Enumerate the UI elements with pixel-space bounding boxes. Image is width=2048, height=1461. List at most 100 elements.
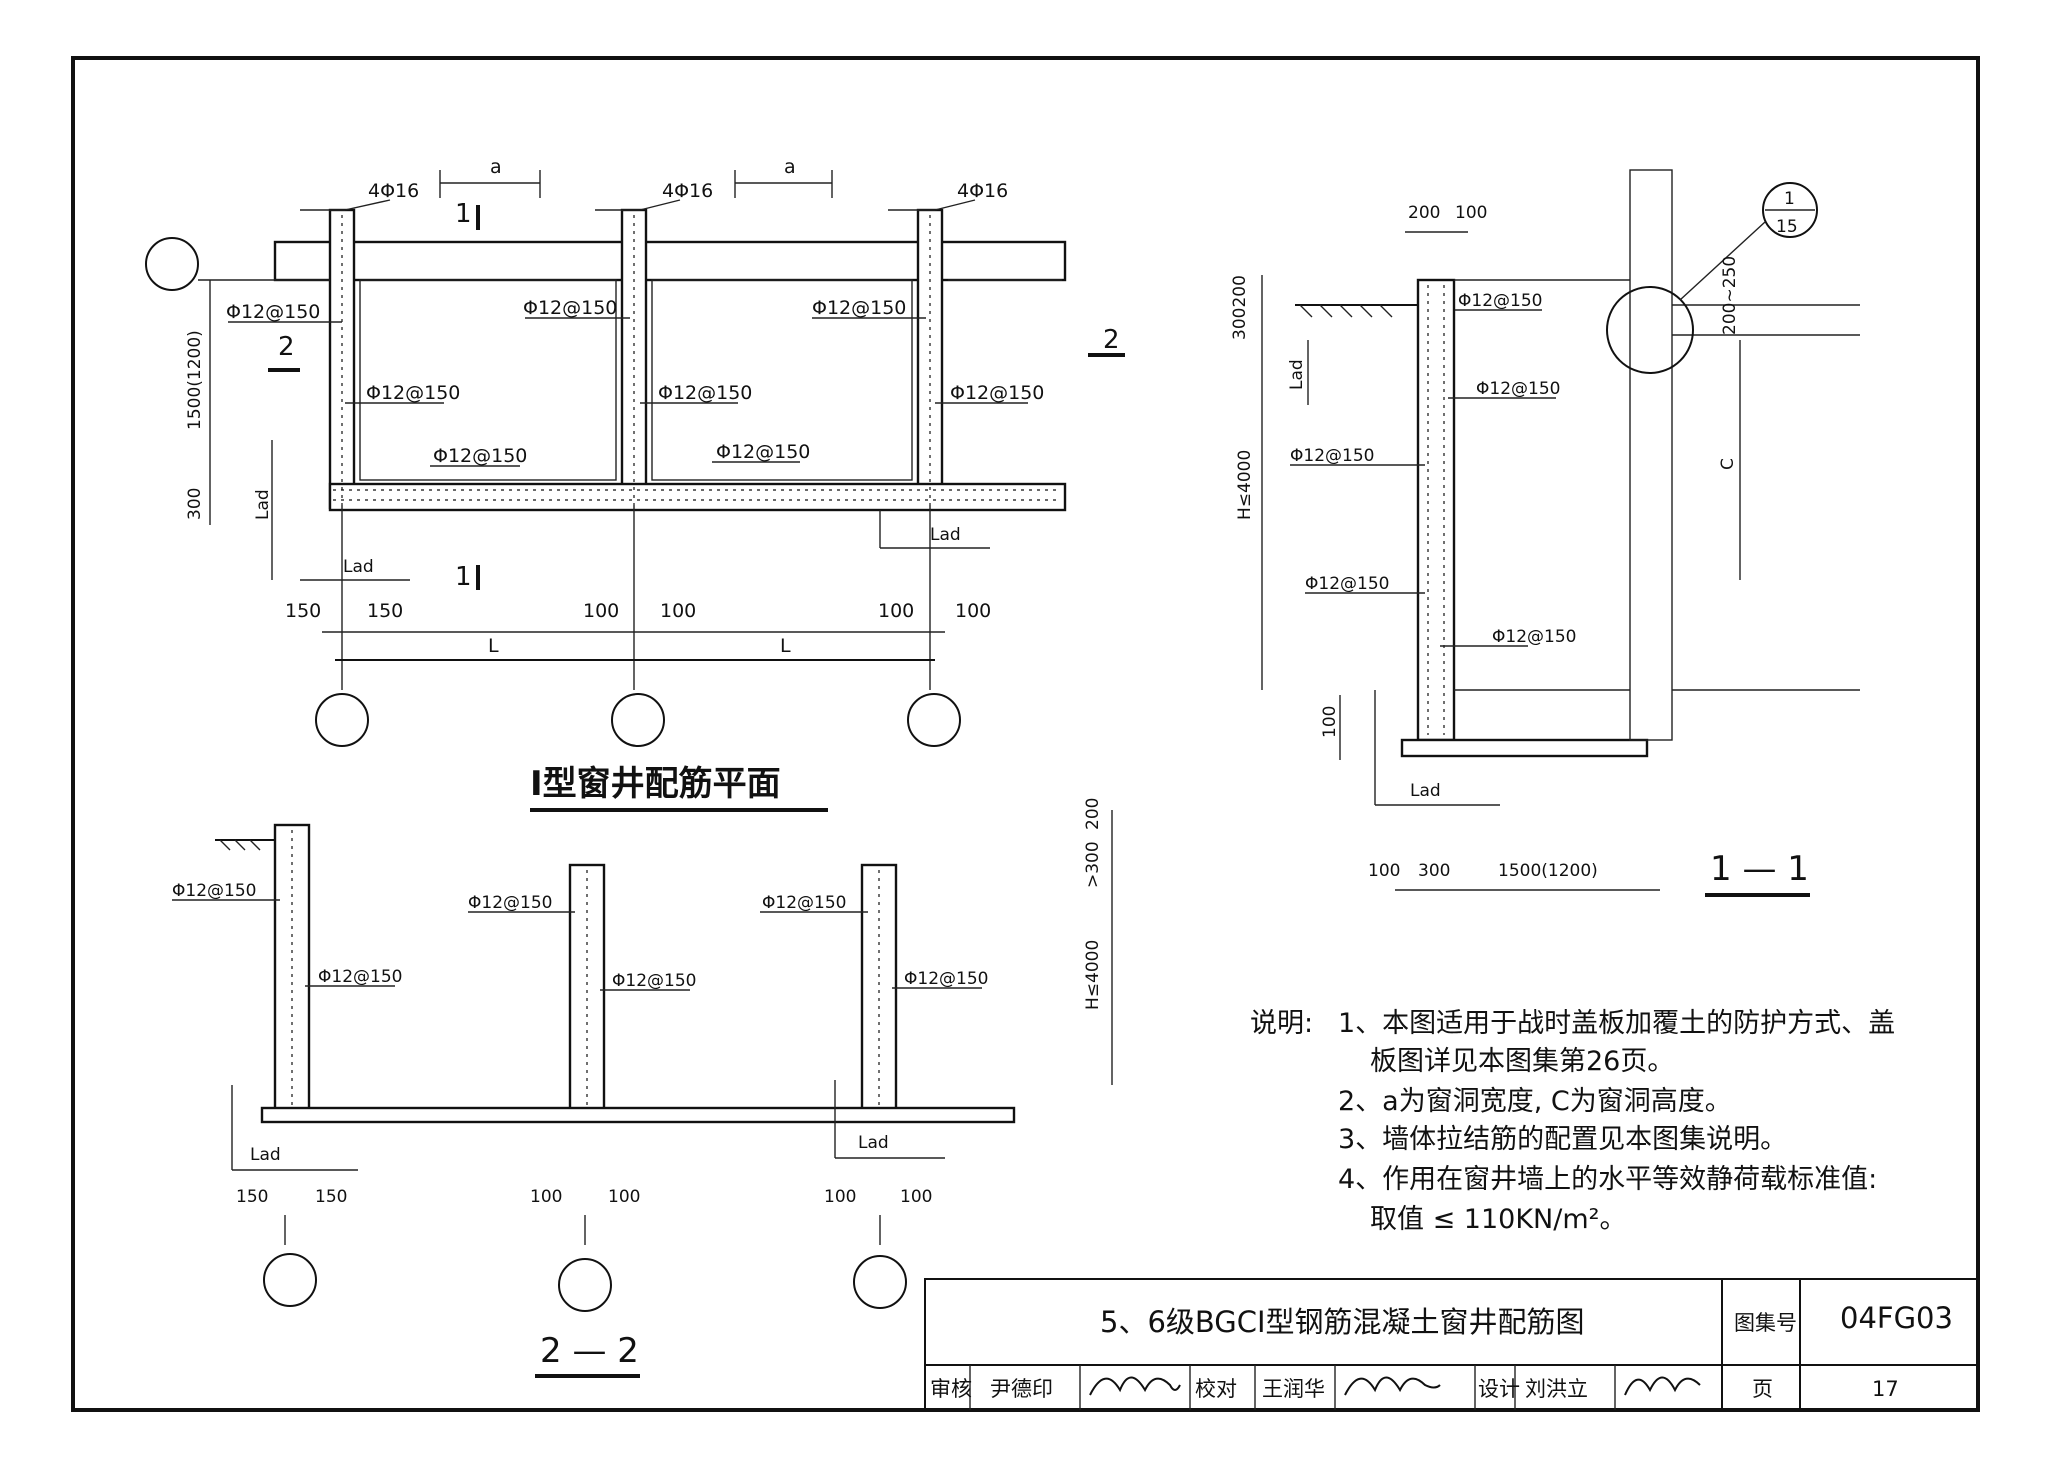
notes-heading: 说明: (1250, 1008, 1313, 1039)
label-s11-rebar-3: Φ12@150 (1290, 446, 1374, 466)
s22-axis-bubble-3 (853, 1255, 907, 1309)
review-label: 审核 (930, 1377, 972, 1401)
atlas-number: 04FG03 (1840, 1301, 1953, 1335)
designer-signature (1624, 1376, 1701, 1396)
label-s22-150-a: 150 (236, 1187, 268, 1207)
label-s22-lad-1: Lad (250, 1145, 281, 1165)
section-mark-1-bottom: 1 (455, 562, 472, 592)
note-line-2: 板图详见本图集第26页。 (1370, 1046, 1674, 1077)
label-s11-200-250: 200~250 (1720, 256, 1740, 335)
label-s22-rebar-3: Φ12@150 (762, 893, 846, 913)
label-plan-L-2: L (780, 635, 791, 657)
label-s22-100-d: 100 (900, 1187, 932, 1207)
s22-axis-bubble-1 (263, 1253, 317, 1307)
atlas-label: 图集号 (1734, 1311, 1797, 1335)
title-block: 5、6级BGCⅠ型钢筋混凝土窗井配筋图 图集号 04FG03 审核 尹德印 校对… (924, 1278, 1979, 1411)
label-plan-150-a: 150 (285, 600, 321, 622)
label-s11-lad: Lad (1410, 781, 1441, 801)
label-plan-rebar-6: Φ12@150 (950, 382, 1044, 404)
s22-wall-3 (860, 863, 898, 1112)
axis-bubble-1 (315, 693, 369, 747)
page-number: 17 (1872, 1377, 1899, 1401)
label-plan-L-1: L (488, 635, 499, 657)
label-s11-1500-bottom: 1500(1200) (1498, 861, 1598, 881)
label-dim-a-2: a (784, 156, 796, 178)
s22-axis-bubble-2 (558, 1258, 612, 1312)
pit-interior-1 (359, 279, 617, 481)
label-plan-lad-2: Lad (343, 557, 374, 577)
title-section-11: 1 — 1 (1710, 849, 1809, 889)
label-plan-100-b: 100 (660, 600, 696, 622)
design-label: 设计 (1478, 1377, 1520, 1401)
checker-name: 王润华 (1262, 1377, 1325, 1401)
axis-bubble-3 (907, 693, 961, 747)
label-plan-lad-1: Lad (253, 489, 273, 520)
s22-base (260, 1106, 1016, 1124)
label-plan-1500: 1500(1200) (185, 330, 205, 430)
drawing-title: 5、6级BGCⅠ型钢筋混凝土窗井配筋图 (1100, 1305, 1585, 1339)
title-plan: I型窗井配筋平面 (530, 764, 781, 804)
designer-name: 刘洪立 (1525, 1377, 1588, 1401)
section-mark-2-right: 2 (1103, 325, 1120, 355)
notes-block: 说明: 1、本图适用于战时盖板加覆土的防护方式、盖 板图详见本图集第26页。 2… (1250, 1008, 1895, 1235)
label-s22-200: 200 (1083, 798, 1103, 830)
note-line-1: 1、本图适用于战时盖板加覆土的防护方式、盖 (1338, 1008, 1895, 1039)
label-s22-rebar-5: Φ12@150 (612, 971, 696, 991)
label-plan-rebar-4: Φ12@150 (366, 382, 460, 404)
title-section-22: 2 — 2 (540, 1331, 639, 1371)
label-s11-100-vert: 100 (1320, 706, 1340, 738)
s22-wall-2 (568, 863, 606, 1112)
label-s11-rebar-5: Φ12@150 (1492, 627, 1576, 647)
label-s11-rebar-1: Φ12@150 (1458, 291, 1542, 311)
label-s11-100-top: 100 (1455, 203, 1487, 223)
label-plan-lad-3: Lad (930, 525, 961, 545)
label-s11-c: C (1718, 458, 1738, 470)
axis-bubble-side (145, 237, 199, 291)
label-s11-lad-vert: Lad (1287, 359, 1307, 390)
label-rebar-main-3: 4Φ16 (957, 180, 1008, 202)
checker-signature (1344, 1376, 1441, 1396)
detail-index-page: 15 (1776, 217, 1798, 237)
label-s11-300200: 300200 (1230, 275, 1250, 340)
label-s22-100-a: 100 (530, 1187, 562, 1207)
label-s11-h4000: H≤4000 (1235, 450, 1255, 520)
label-plan-rebar-3: Φ12@150 (812, 297, 906, 319)
label-s11-rebar-4: Φ12@150 (1305, 574, 1389, 594)
section11-wall (1416, 278, 1456, 742)
detail-index-circle (1762, 182, 1818, 238)
label-s22-gt300: >300 (1083, 841, 1103, 888)
label-plan-100-c: 100 (878, 600, 914, 622)
axis-bubble-2 (611, 693, 665, 747)
label-s22-100-b: 100 (608, 1187, 640, 1207)
label-s11-200: 200 (1408, 203, 1440, 223)
label-plan-rebar-8: Φ12@150 (716, 441, 810, 463)
section-mark-2-left: 2 (278, 332, 295, 362)
detail-callout-circle (1606, 286, 1694, 374)
page-label: 页 (1752, 1377, 1773, 1401)
detail-index-number: 1 (1784, 189, 1795, 209)
plan-bottom-wall (328, 482, 1067, 512)
note-line-6: 取值 ≤ 110KN/m²。 (1370, 1204, 1626, 1235)
label-plan-150-b: 150 (367, 600, 403, 622)
label-s22-100-c: 100 (824, 1187, 856, 1207)
note-line-5: 4、作用在窗井墙上的水平等效静荷载标准值: (1338, 1164, 1877, 1195)
section-mark-1-top: 1 (455, 199, 472, 229)
pit-interior-2 (651, 279, 913, 481)
check-label: 校对 (1195, 1377, 1237, 1401)
label-plan-rebar-2: Φ12@150 (523, 297, 617, 319)
label-s22-150-b: 150 (315, 1187, 347, 1207)
label-s22-rebar-1: Φ12@150 (172, 881, 256, 901)
label-s22-rebar-2: Φ12@150 (468, 893, 552, 913)
label-rebar-main-1: 4Φ16 (368, 180, 419, 202)
section-22: Φ12@150 Φ12@150 Φ12@150 Φ12@150 Φ12@150 … (172, 798, 1113, 1378)
label-plan-rebar-7: Φ12@150 (433, 445, 527, 467)
label-s11-rebar-2: Φ12@150 (1476, 379, 1560, 399)
label-plan-100-d: 100 (955, 600, 991, 622)
label-rebar-main-2: 4Φ16 (662, 180, 713, 202)
label-s22-h4000: H≤4000 (1083, 940, 1103, 1010)
plan-top-wall (273, 240, 1067, 282)
section-11: 1 15 200 100 300200 H≤4000 Lad 100 Lad Φ… (1230, 169, 1860, 897)
label-plan-100-a: 100 (583, 600, 619, 622)
